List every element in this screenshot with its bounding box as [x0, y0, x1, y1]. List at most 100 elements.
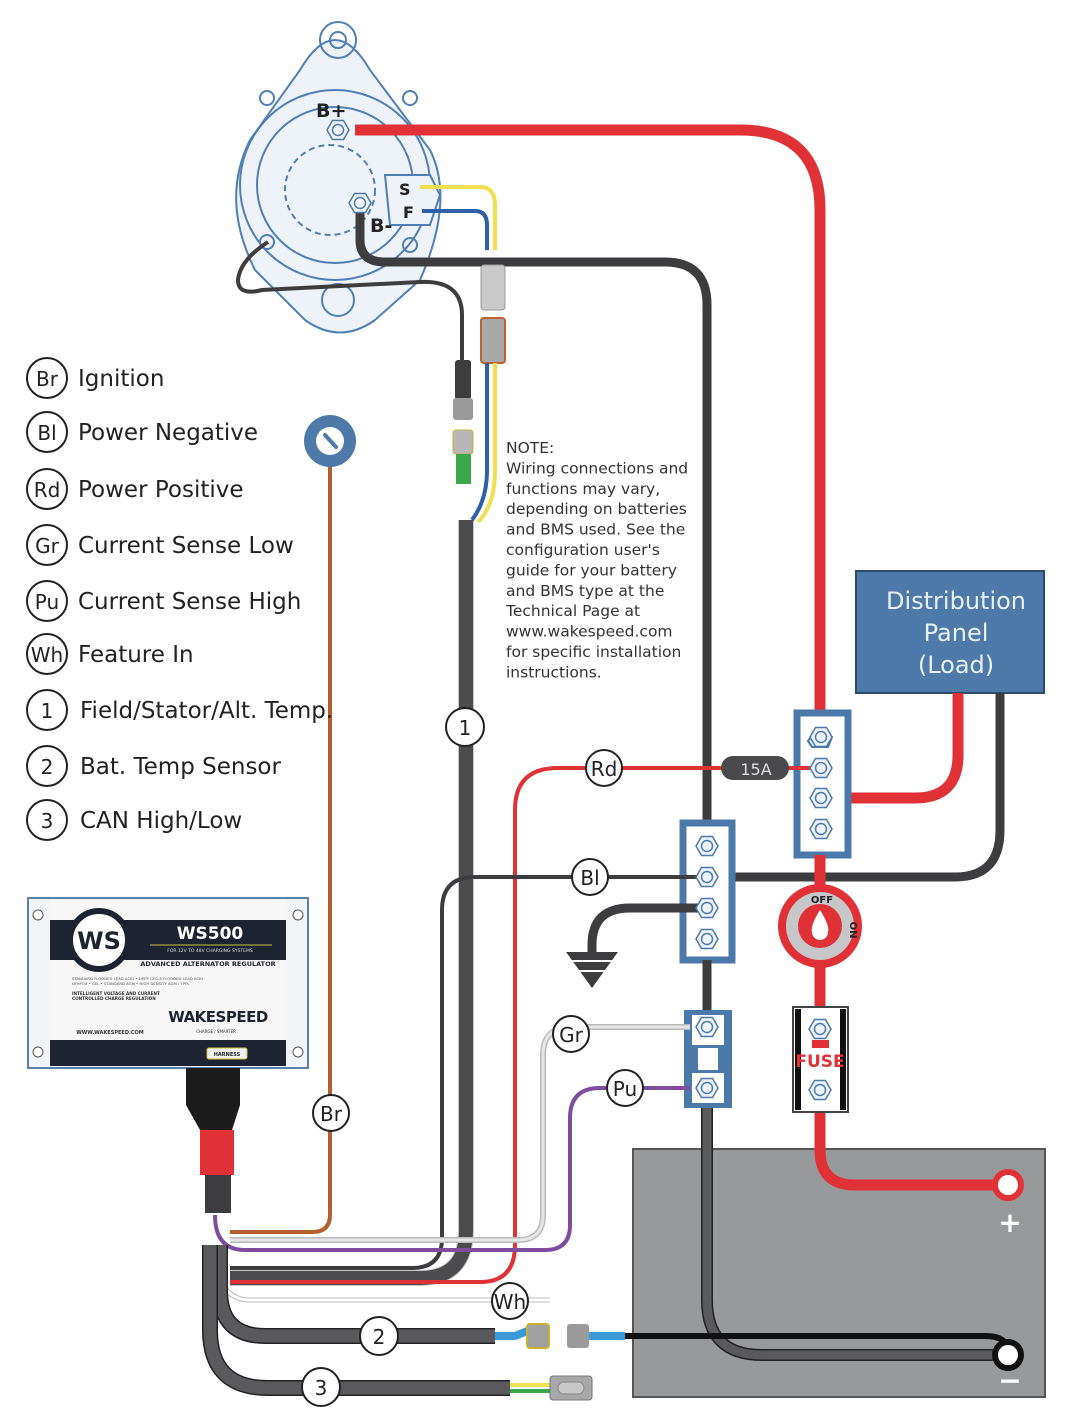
inline-fuse-15a: 15A	[721, 756, 789, 780]
badge-circle	[585, 749, 623, 787]
hex-nut-hole	[700, 901, 714, 915]
mount-hole-icon	[32, 1046, 44, 1058]
legend-label: Power Positive	[78, 477, 244, 503]
legend-item: 1 Field/Stator/Alt. Temp.	[26, 689, 333, 731]
badge-circle	[552, 1015, 590, 1053]
hex-nut-icon	[695, 897, 719, 919]
badge-wh-label: Wh	[494, 1290, 526, 1314]
harness-boot	[186, 1068, 240, 1130]
battery-positive-label: +	[998, 1206, 1021, 1239]
badge-circle	[301, 1367, 341, 1407]
can-connector-latch	[557, 1381, 585, 1395]
alternator-mount-top	[319, 21, 357, 59]
badge-circle	[359, 1316, 399, 1356]
hex-nut-icon	[809, 818, 833, 840]
battery-switch-on-label: ON	[847, 922, 858, 939]
alternator-rectifier	[284, 144, 376, 236]
badge-wh: Wh	[491, 1282, 529, 1320]
wire-ground	[587, 903, 707, 955]
hex-nut-icon	[695, 1077, 719, 1099]
regulator-footer-band	[50, 1040, 286, 1066]
badge-2: 2	[359, 1316, 399, 1356]
legend-badge-circle	[26, 799, 68, 841]
badge-pu-label: Pu	[613, 1077, 637, 1101]
badge-circle	[571, 858, 609, 896]
alternator-bolt	[402, 90, 418, 106]
legend-badge-label: Wh	[31, 643, 63, 667]
alternator-mount-top-hole	[329, 31, 347, 49]
legend-badge-label: Gr	[35, 534, 59, 558]
wire-alternator-positive	[355, 124, 826, 735]
legend-badge-circle	[26, 468, 68, 510]
hex-nut-icon	[809, 726, 833, 748]
note-line: depending on batteries	[506, 500, 687, 518]
temp-connector-boot	[455, 360, 471, 400]
bminus-label: B-	[370, 215, 392, 237]
wire-alternator-negative	[355, 205, 712, 845]
s-terminal-label: S	[399, 180, 411, 199]
regulator-chem-1: STANDARD FLOODED LEAD ACID • DEEP CYCLE …	[72, 976, 203, 981]
badge-circle	[445, 707, 485, 747]
badge-1-label: 1	[459, 716, 472, 740]
wire-rd-power-positive	[230, 766, 820, 1284]
hex-nut-hole	[814, 730, 828, 744]
wire-field-blue	[422, 209, 489, 250]
regulator-feature-2: CONTROLLED CHARGE REGULATION	[72, 996, 156, 1001]
battery-switch-off-label: OFF	[811, 895, 833, 906]
wire-pu-current-sense-high	[213, 1086, 690, 1252]
harness-sleeve	[205, 1175, 231, 1213]
wire-sense-yellow	[420, 185, 497, 250]
hex-nut-hole	[814, 761, 828, 775]
bat-temp-connector-socket	[526, 1323, 550, 1349]
bplus-label: B+	[316, 100, 346, 122]
ground-symbol	[566, 952, 618, 988]
fuse-block-label: FUSE	[795, 1052, 844, 1072]
wire-battery-negative	[702, 1108, 1008, 1360]
harness-1-trunk	[230, 520, 473, 1285]
bat-temp-connector-plug	[567, 1324, 589, 1348]
legend-label: CAN High/Low	[80, 808, 242, 834]
hex-nut-icon	[808, 1079, 832, 1101]
terminal-nuts	[326, 119, 833, 1101]
wire-panel-positive	[822, 693, 964, 804]
legend-badge-label: 3	[41, 809, 54, 833]
legend-badge-label: 1	[41, 699, 54, 723]
f-terminal-label: F	[403, 203, 414, 222]
hex-nut-hole	[353, 196, 367, 210]
legend-badge-circle	[26, 745, 68, 787]
temp-connector-plug	[453, 398, 473, 420]
badge-circle	[491, 1282, 529, 1320]
badge-circle	[606, 1069, 644, 1107]
legend-label: Feature In	[78, 642, 194, 668]
badge-3-label: 3	[315, 1376, 328, 1400]
battery-positive-terminal	[992, 1169, 1024, 1201]
badge-br-label: Br	[320, 1102, 343, 1126]
legend-label: Power Negative	[78, 420, 258, 446]
regulator-product: ADVANCED ALTERNATOR REGULATOR	[140, 960, 275, 968]
fuse-block-side	[840, 1009, 846, 1110]
legend-badge-circle	[26, 524, 68, 566]
badge-circle	[312, 1094, 350, 1132]
mount-hole-icon	[32, 909, 44, 921]
regulator-brand: WAKESPEED	[168, 1008, 268, 1026]
note-line: Wiring connections and	[506, 459, 688, 477]
hex-nut-hole	[813, 1022, 827, 1036]
battery-switch-pointer-icon	[811, 910, 829, 940]
legend-label: Field/Stator/Alt. Temp.	[80, 698, 333, 724]
badge-br: Br	[312, 1094, 350, 1132]
regulator-model: WS500	[177, 924, 244, 944]
hex-nut-hole	[700, 1081, 714, 1095]
hex-nut-icon	[695, 928, 719, 950]
hex-nut-icon	[809, 787, 833, 809]
hex-nut-hole	[700, 839, 714, 853]
note-line: and BMS used. See the	[506, 521, 685, 539]
legend-badge-label: Br	[36, 367, 59, 391]
ignition-key-slot	[323, 433, 338, 449]
panel-line-3: (Load)	[918, 651, 994, 679]
badge-bl-label: Bl	[580, 866, 599, 890]
hex-nut-hole	[813, 1083, 827, 1097]
hex-nut-icon	[326, 119, 350, 141]
